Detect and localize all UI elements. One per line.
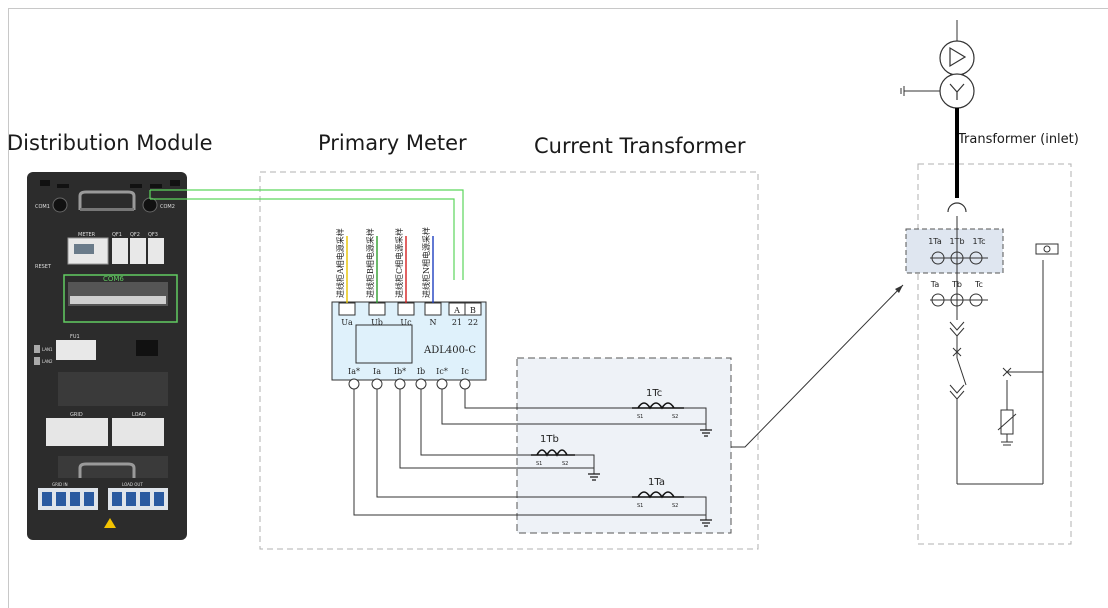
sld-ta-label: Ta [930, 280, 940, 289]
ct-1ta-s1: S1 [637, 503, 643, 509]
ct-group-box [516, 357, 732, 534]
terminal-22-label: 22 [468, 318, 478, 327]
distribution-module-title: Distribution Module [7, 131, 213, 155]
ct-1tb-s1: S1 [536, 461, 542, 467]
ground-symbols [588, 429, 712, 527]
single-line-group-box [917, 163, 1072, 545]
wire-label-n: 进线柜N相电源采样 [421, 227, 431, 298]
ct-highlight-box [905, 228, 1004, 274]
terminal-ic-star-label: Ic* [436, 367, 448, 376]
transformer-inlet-title: Transformer (inlet) [958, 132, 1079, 147]
ct-coils [531, 402, 684, 499]
sld-1tb-label: 1Tb [949, 237, 964, 246]
terminal-ic-label: Ic [461, 367, 469, 376]
canvas-frame [8, 8, 1108, 608]
cab-meter-label: METER [78, 232, 96, 238]
sld-tb-label: Tb [951, 280, 962, 289]
terminal-a-label: A [453, 306, 460, 315]
terminal-b-label: B [470, 306, 476, 315]
terminal-ub-label: Ub [371, 318, 383, 327]
cab-com-left-label: COM1 [35, 204, 50, 210]
cab-fu1-label: FU1 [70, 334, 80, 340]
com6-highlight-box [63, 274, 178, 323]
meter-model-label: ADL400-C [423, 345, 476, 356]
cab-qf2-label: QF2 [130, 232, 140, 238]
cab-lan2-label: LAN2 [42, 359, 53, 364]
terminal-ia-star-label: Ia* [348, 367, 360, 376]
primary-meter-title: Primary Meter [318, 131, 467, 155]
current-wiring [353, 389, 707, 520]
sld-tc-label: Tc [974, 280, 983, 289]
ct-1ta-s2: S2 [672, 503, 678, 509]
terminal-n-label: N [430, 318, 437, 327]
meter-display [355, 324, 413, 364]
cab-com-right-label: COM2 [160, 204, 175, 210]
wire-label-c: 进线柜C相电源采样 [394, 228, 404, 298]
comm-wires [149, 189, 464, 280]
cab-com6-label: COM6 [103, 275, 124, 283]
cabinet-details [34, 180, 180, 528]
terminal-21-label: 21 [452, 318, 462, 327]
link-arrow [731, 284, 904, 448]
meter-group-box [259, 171, 759, 550]
ct-1tc-s1: S1 [637, 414, 643, 420]
terminal-uc-label: Uc [400, 318, 412, 327]
cab-lan1-label: LAN1 [42, 347, 53, 352]
cab-grid-in-label: GRID IN [52, 482, 68, 487]
link-arrowhead [895, 285, 903, 293]
distribution-cabinet [27, 172, 187, 540]
ct-1tb-label: 1Tb [540, 434, 559, 445]
cab-load-label: LOAD [132, 412, 146, 418]
ct-1tb-s2: S2 [562, 461, 568, 467]
cab-qf1-label: QF1 [112, 232, 122, 238]
sld-1ta-label: 1Ta [928, 237, 942, 246]
cab-reset-label: RESET [35, 264, 52, 270]
cab-grid-label: GRID [70, 412, 83, 418]
terminal-ib-star-label: Ib* [394, 367, 406, 376]
ct-1tc-s2: S2 [672, 414, 678, 420]
single-line-diagram [900, 20, 1059, 485]
ct-1tc-label: 1Tc [646, 388, 662, 399]
wire-label-b: 进线柜B相电源采样 [365, 228, 375, 298]
cab-qf3-label: QF3 [148, 232, 158, 238]
sld-1tc-label: 1Tc [972, 237, 985, 246]
current-transformer-title: Current Transformer [534, 134, 746, 158]
cab-load-out-label: LOAD OUT [122, 482, 143, 487]
ct-1ta-label: 1Ta [648, 477, 665, 488]
wire-label-a: 进线柜A相电源采样 [335, 228, 345, 298]
meter-top-terminals [338, 302, 482, 316]
terminal-ia-label: Ia [373, 367, 381, 376]
terminal-ua-label: Ua [341, 318, 353, 327]
terminal-ib-label: Ib [417, 367, 425, 376]
